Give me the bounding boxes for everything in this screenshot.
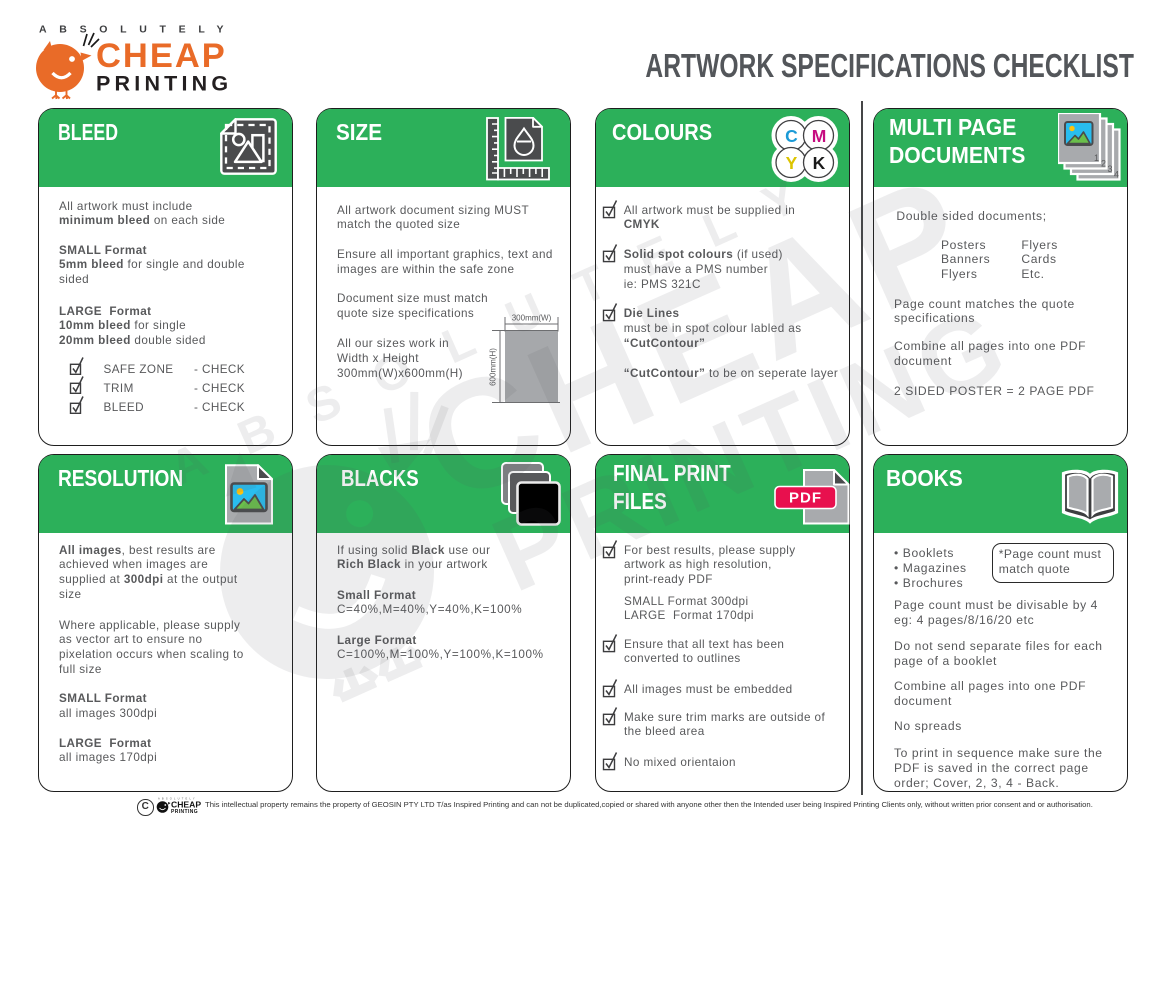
svg-text:CHEAP: CHEAP [96,37,227,75]
svg-text:2: 2 [1101,158,1106,168]
svg-text:M: M [812,126,827,146]
svg-text:K: K [813,153,826,173]
svg-text:PDF: PDF [789,489,822,506]
svg-text:3: 3 [1108,164,1113,174]
svg-text:300mm(W): 300mm(W) [512,313,552,322]
svg-text:CHEAP: CHEAP [171,800,201,810]
svg-text:1: 1 [1094,153,1099,163]
svg-text:PRINTING: PRINTING [171,809,198,815]
svg-text:600mm(H): 600mm(H) [489,347,498,385]
svg-text:4: 4 [1114,169,1119,179]
svg-text:ABSOLUTELY: ABSOLUTELY [158,796,197,800]
svg-text:Y: Y [786,153,798,173]
svg-text:PRINTING: PRINTING [96,72,232,96]
svg-text:C: C [785,126,798,146]
svg-text:ABSOLUTELY: ABSOLUTELY [39,24,236,36]
